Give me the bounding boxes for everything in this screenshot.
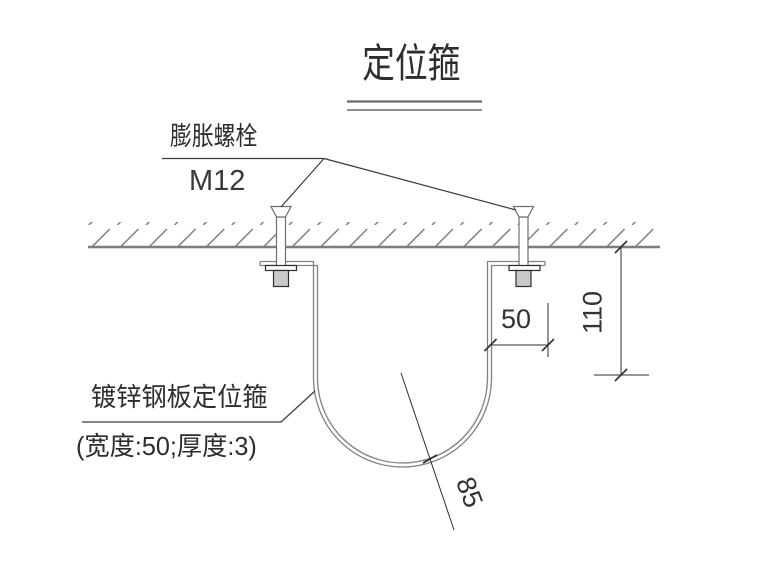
bolt-right-washer bbox=[508, 264, 541, 272]
dim-hanger-height-text: 110 bbox=[577, 290, 608, 335]
bolt-right-nut bbox=[515, 269, 532, 288]
hoop-spec-label: (宽度:50;厚度:3) bbox=[76, 431, 257, 461]
bolt-left bbox=[264, 205, 298, 288]
expansion-bolt-spec: M12 bbox=[189, 165, 246, 197]
bolt-left-washer bbox=[264, 264, 298, 272]
dimension-50 bbox=[483, 303, 555, 357]
title-underline bbox=[347, 100, 482, 111]
hoop-label: 镀锌钢板定位箍 bbox=[91, 382, 268, 412]
dimension-85 bbox=[400, 372, 455, 531]
hoop-leader bbox=[82, 390, 316, 423]
expansion-bolt-label: 膨胀螺栓 bbox=[170, 121, 258, 151]
ceiling-hatch bbox=[88, 222, 660, 249]
bolt-right bbox=[508, 205, 541, 288]
bolt-left-nut bbox=[272, 269, 290, 288]
drawing-title: 定位箍 bbox=[362, 42, 461, 86]
hoop-outline bbox=[259, 260, 546, 468]
dim-flange-length-text: 50 bbox=[500, 304, 532, 334]
dimension-110 bbox=[594, 240, 649, 382]
bolt-leader bbox=[162, 157, 517, 211]
